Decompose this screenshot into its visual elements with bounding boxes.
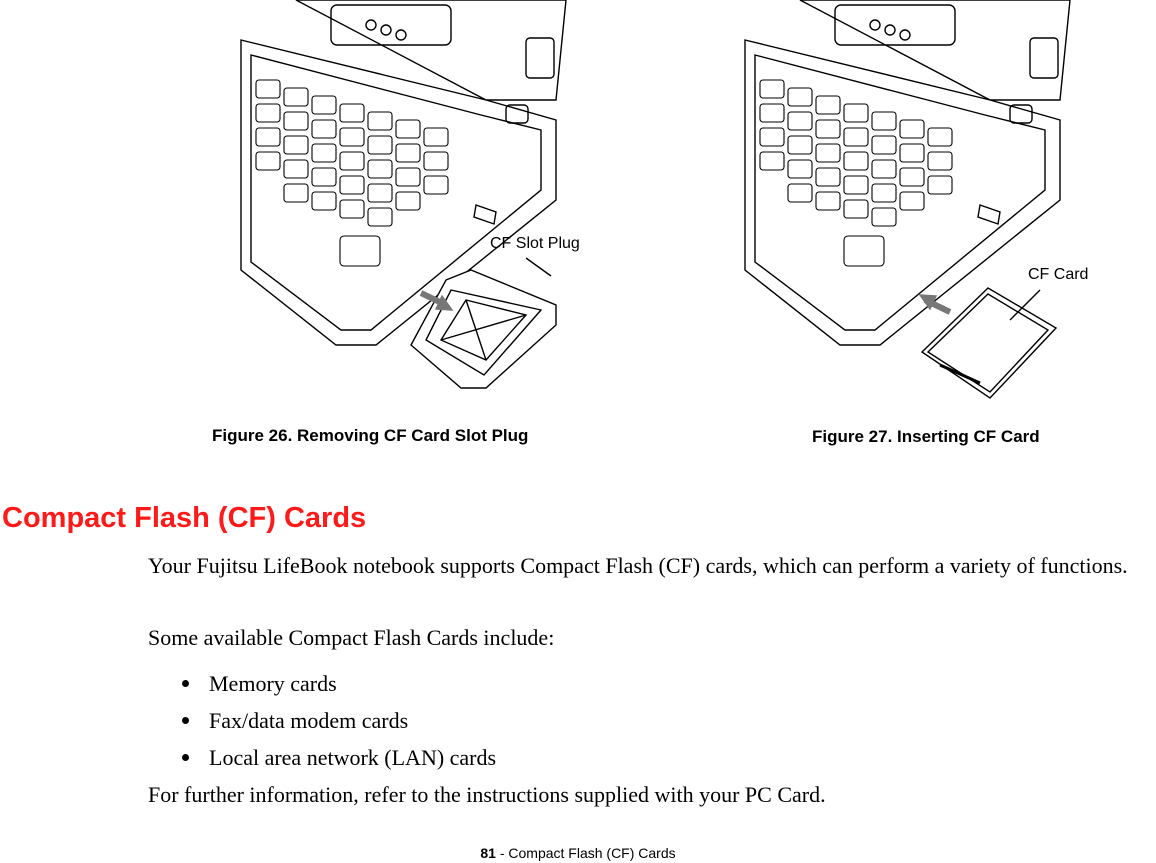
- callout-cf-slot-plug: CF Slot Plug: [490, 235, 580, 252]
- list-intro-paragraph: Some available Compact Flash Cards inclu…: [148, 625, 555, 650]
- bullet-icon: [182, 717, 189, 724]
- bullet-icon: [182, 754, 189, 761]
- figure-inserting-cf-card: CF Card: [740, 0, 1120, 410]
- figure-26-caption: Figure 26. Removing CF Card Slot Plug: [212, 426, 529, 445]
- page-number: 81: [480, 845, 496, 861]
- callout-cf-card: CF Card: [1028, 266, 1089, 283]
- figure-27-caption: Figure 27. Inserting CF Card: [812, 427, 1040, 446]
- laptop-illustration-2: [744, 0, 1071, 399]
- list-item: Local area network (LAN) cards: [182, 739, 496, 776]
- list-item: Fax/data modem cards: [182, 702, 496, 739]
- bullet-icon: [182, 680, 189, 687]
- figure-removing-cf-slot-plug: CF Slot Plug: [236, 0, 616, 400]
- intro-paragraph: Your Fujitsu LifeBook notebook supports …: [148, 553, 1128, 578]
- section-heading: Compact Flash (CF) Cards: [2, 502, 367, 534]
- closing-paragraph: For further information, refer to the in…: [148, 782, 826, 807]
- laptop-illustration-1: [240, 0, 567, 389]
- footer-title: - Compact Flash (CF) Cards: [495, 845, 676, 861]
- cf-card-types-list: Memory cards Fax/data modem cards Local …: [182, 665, 496, 776]
- page-footer: 81 - Compact Flash (CF) Cards: [0, 845, 1156, 861]
- list-item: Memory cards: [182, 665, 496, 702]
